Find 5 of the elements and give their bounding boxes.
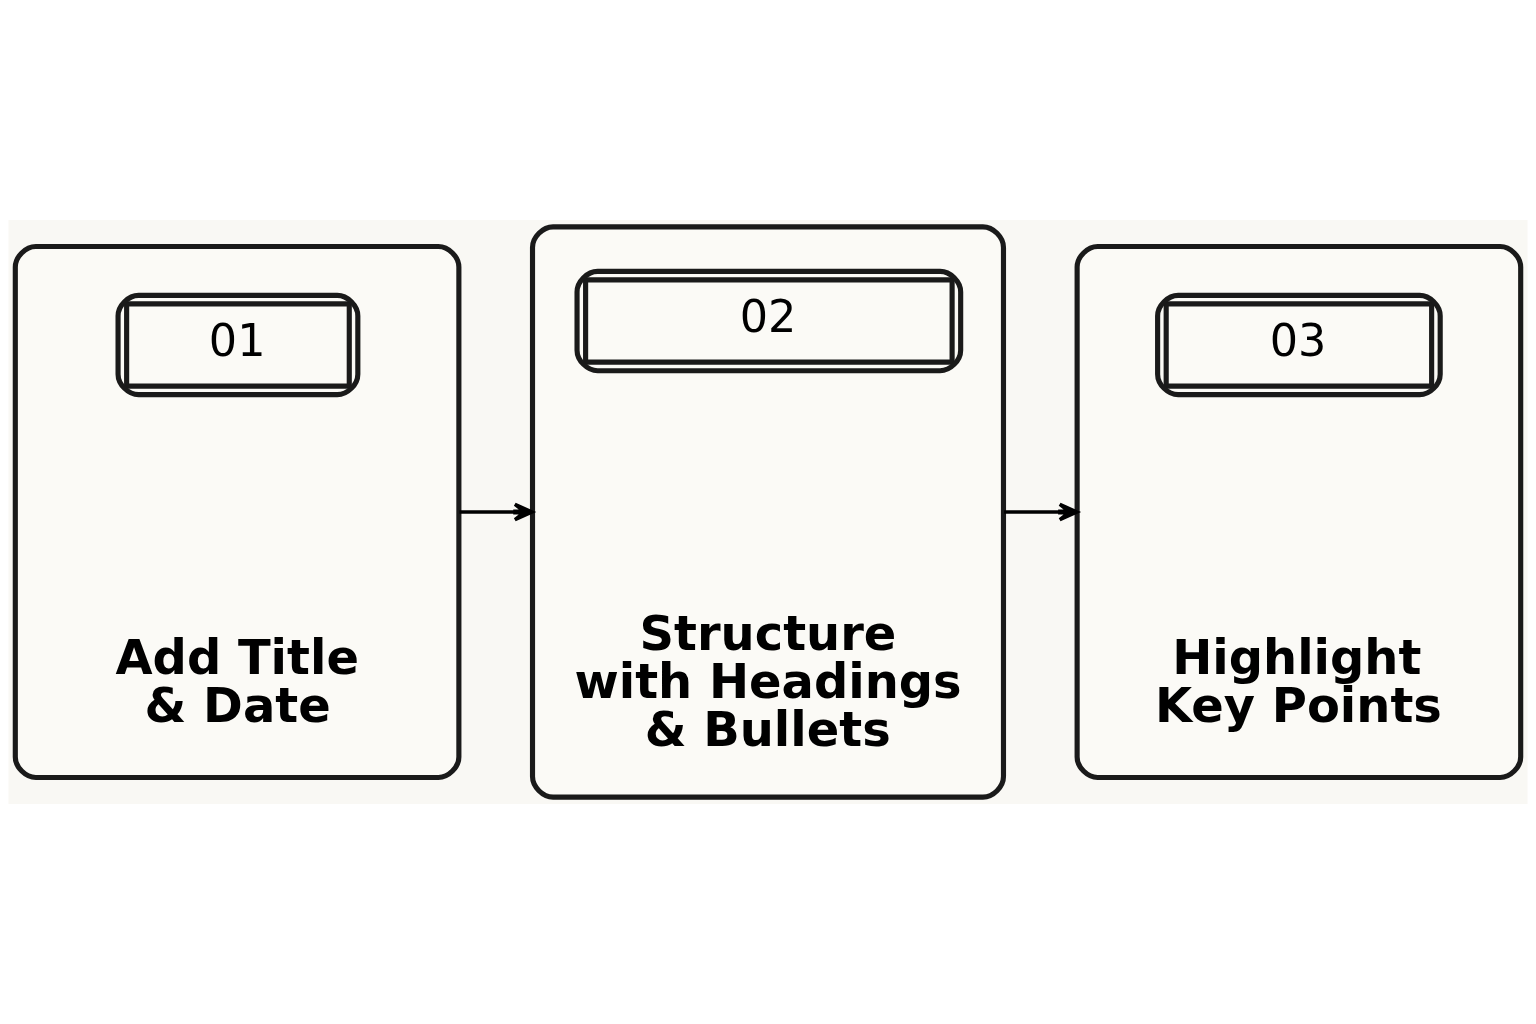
node-box: 03 Highlight Key Points	[1074, 244, 1524, 781]
node-box: 01 Add Title & Date	[12, 244, 462, 781]
node-box: 02 Structure with Headings & Bullets	[529, 224, 1007, 800]
arrow	[459, 502, 534, 522]
arrow	[1004, 502, 1079, 522]
